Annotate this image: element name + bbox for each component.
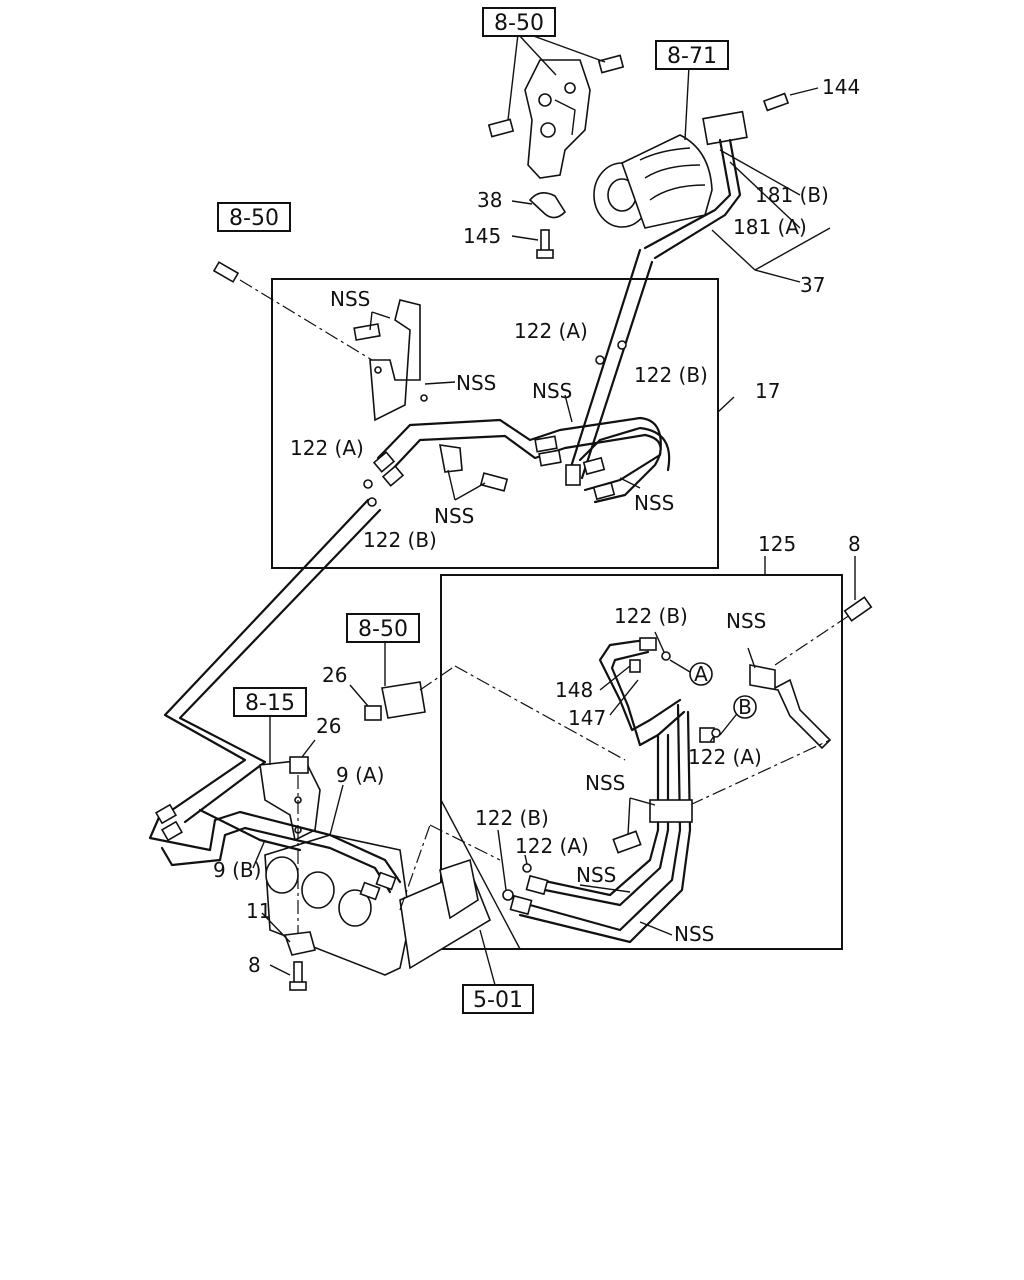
group-box-125: [440, 574, 843, 950]
label-122b-2: 122 (B): [363, 528, 437, 552]
label-122b-1: 122 (B): [634, 363, 708, 387]
label-122a-4: 122 (A): [515, 834, 589, 858]
svg-text:5-01: 5-01: [473, 988, 523, 1013]
label-122a-1: 122 (A): [514, 319, 588, 343]
label-9b: 9 (B): [213, 858, 261, 882]
label-148: 148: [555, 678, 593, 702]
label-122a-3: 122 (A): [688, 745, 762, 769]
fittings-147-148: [629, 637, 715, 743]
bolt-144: [762, 92, 790, 112]
label-38: 38: [477, 188, 502, 212]
label-122b-4: 122 (B): [475, 806, 549, 830]
label-9a: 9 (A): [336, 763, 384, 787]
ref-8-50-top: 8-50: [482, 7, 556, 37]
label-nss-clamp: NSS: [585, 771, 625, 795]
label-125: 125: [758, 532, 796, 556]
circle-a: [689, 662, 713, 686]
bolt-145: [536, 229, 554, 259]
label-122b-3: 122 (B): [614, 604, 688, 628]
box-125-corner-line: [440, 799, 521, 950]
ref-8-15: 8-15: [233, 687, 307, 717]
label-26-b: 26: [316, 714, 341, 738]
label-181b: 181 (B): [755, 183, 829, 207]
clamp-11: [283, 931, 316, 956]
label-nss-pipe2: NSS: [674, 922, 714, 946]
ref-8-71: 8-71: [655, 40, 729, 70]
ref-8-50-mid: 8-50: [346, 613, 420, 643]
bolt-8-lower: [289, 961, 307, 991]
svg-text:8-50: 8-50: [358, 617, 408, 642]
label-145: 145: [463, 224, 501, 248]
circle-b-label: B: [738, 695, 752, 719]
circle-a-label: A: [694, 662, 708, 686]
nut-26-lower: [289, 756, 309, 774]
label-nss-hose-right: NSS: [634, 491, 674, 515]
clip-17: [439, 444, 509, 492]
circle-b: [733, 695, 757, 719]
compressor-bracket: [487, 54, 625, 179]
label-nss-hose-top: NSS: [532, 379, 572, 403]
clamp-125: [612, 799, 693, 854]
label-122a-2: 122 (A): [290, 436, 364, 460]
stay-125: [749, 664, 832, 750]
svg-text:8-71: 8-71: [667, 44, 717, 69]
fittings-17: [372, 435, 616, 501]
svg-text:8-50: 8-50: [494, 11, 544, 36]
ref-5-01: 5-01: [462, 984, 534, 1014]
ref-8-50-left: 8-50: [217, 202, 291, 232]
label-37: 37: [800, 273, 825, 297]
fittings-125-lower: [509, 874, 549, 916]
fittings-9: [154, 803, 397, 901]
label-nss-stay: NSS: [726, 609, 766, 633]
svg-text:8-15: 8-15: [245, 691, 295, 716]
label-nss-clip: NSS: [330, 287, 370, 311]
label-144: 144: [822, 75, 860, 99]
label-11: 11: [246, 899, 271, 923]
group-box-17: [271, 278, 719, 569]
label-nss-pipe1: NSS: [576, 863, 616, 887]
bolt-8-top: [843, 596, 873, 622]
label-8-top: 8: [848, 532, 861, 556]
clamp-38: [528, 192, 567, 219]
label-17: 17: [755, 379, 780, 403]
label-26-a: 26: [322, 663, 347, 687]
ac-compressor: [593, 110, 748, 229]
clip-8-50-mid: [364, 681, 426, 721]
bolt-8-50-left: [212, 261, 240, 283]
label-nss-bracket: NSS: [456, 371, 496, 395]
label-181a: 181 (A): [733, 215, 807, 239]
label-8-bottom: 8: [248, 953, 261, 977]
label-nss-bolt: NSS: [434, 504, 474, 528]
bracket-17: [353, 299, 428, 422]
label-147: 147: [568, 706, 606, 730]
svg-text:8-50: 8-50: [229, 206, 279, 231]
